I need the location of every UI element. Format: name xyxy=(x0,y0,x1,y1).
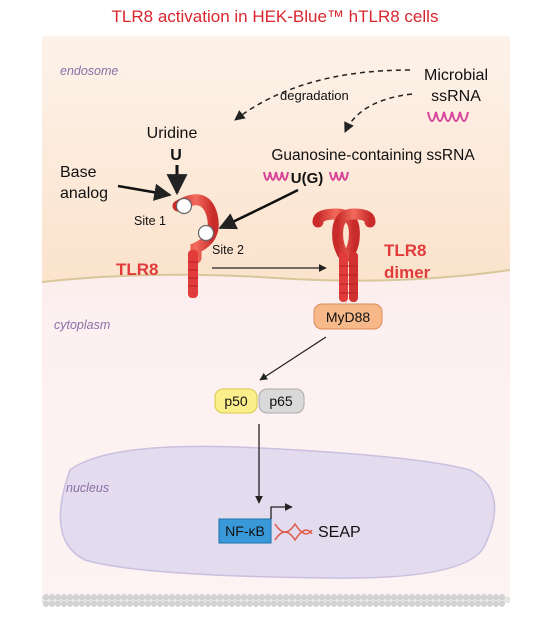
guanosine-ssrna-wave-left xyxy=(263,171,289,181)
base-analog-arrow xyxy=(117,183,172,201)
p65-box xyxy=(258,388,305,414)
p50-box xyxy=(214,388,258,414)
tlr8-dimer xyxy=(312,208,376,302)
seap-label: SEAP xyxy=(318,524,361,541)
degradation-label: degradation xyxy=(280,88,349,103)
base-label: Base xyxy=(60,164,97,181)
nfkb-label: NF-κB xyxy=(225,523,265,539)
uridine-label: Uridine xyxy=(147,125,198,142)
tlr8-dimer-label: TLR8 xyxy=(384,241,427,260)
p65-label: p65 xyxy=(269,393,293,409)
tlr8-label: TLR8 xyxy=(116,260,159,279)
endosome-membrane xyxy=(41,269,511,283)
guanosine-ssrna-wave-right xyxy=(329,171,349,181)
page-title: TLR8 activation in HEK-Blue™ hTLR8 cells xyxy=(112,7,439,26)
guanosine-ssrna-label: Guanosine-containing ssRNA xyxy=(271,147,475,164)
dna-helix-icon xyxy=(274,522,313,542)
degradation-arrow-to-guanosine xyxy=(344,93,413,133)
ug-symbol: U(G) xyxy=(291,170,324,187)
microbial-ssrna-wave xyxy=(427,111,469,122)
myd88-box xyxy=(313,303,383,330)
uridine-symbol: U xyxy=(170,147,182,164)
degradation-arrow-to-uridine xyxy=(234,69,411,121)
nfkb-promoter-box xyxy=(218,518,272,544)
site1-label: Site 1 xyxy=(134,214,166,228)
tlr8-monomer xyxy=(172,194,219,298)
dimer-label: dimer xyxy=(384,263,431,282)
p50-label: p50 xyxy=(224,393,248,409)
myd88-label: MyD88 xyxy=(326,309,371,325)
nucleus-region xyxy=(59,445,496,579)
myd88-to-nfkb-arrow xyxy=(259,336,327,381)
guanosine-arrow xyxy=(218,188,299,230)
microbial-label: Microbial xyxy=(424,67,488,84)
ssrna-label: ssRNA xyxy=(431,88,481,105)
site2-label: Site 2 xyxy=(212,243,244,257)
cytoplasm-label: cytoplasm xyxy=(54,318,110,332)
plasma-membrane xyxy=(42,594,510,607)
endosome-label: endosome xyxy=(60,64,118,78)
analog-label: analog xyxy=(60,185,108,202)
nucleus-label: nucleus xyxy=(66,481,109,495)
transcription-start-arrow xyxy=(270,503,293,519)
